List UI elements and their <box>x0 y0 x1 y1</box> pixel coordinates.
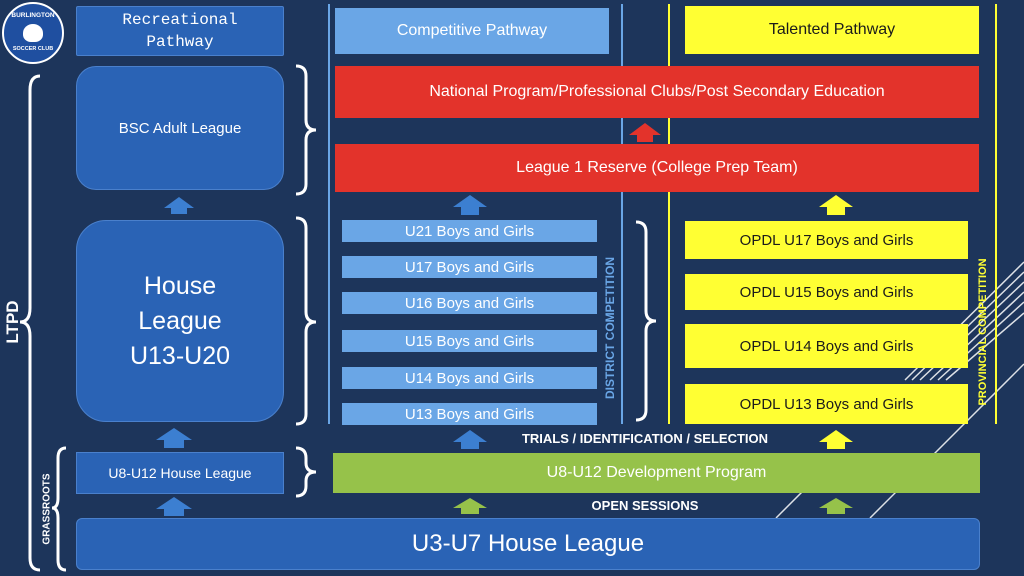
competitive-team-u15: U15 Boys and Girls <box>342 330 597 352</box>
competitive-team-u16: U16 Boys and Girls <box>342 292 597 314</box>
competitive-header-text: Competitive Pathway <box>396 22 548 39</box>
house-league-box: House League U13-U20 <box>76 220 284 422</box>
u8-brace <box>295 446 317 498</box>
divider-line-blue-right <box>621 4 623 424</box>
team-label: OPDL U13 Boys and Girls <box>739 395 914 413</box>
team-label: U14 Boys and Girls <box>404 369 535 387</box>
district-competition-label: DISTRICT COMPETITION <box>603 257 617 399</box>
u8-house-league-box: U8-U12 House League <box>76 452 284 494</box>
u3-house-league-label: U3-U7 House League <box>411 530 645 557</box>
team-label: OPDL U15 Boys and Girls <box>739 283 914 301</box>
house-league-line-3: U13-U20 <box>129 341 231 370</box>
team-label: U21 Boys and Girls <box>404 222 535 240</box>
competitive-team-u21: U21 Boys and Girls <box>342 220 597 242</box>
national-program-box: National Program/Professional Clubs/Post… <box>335 66 979 118</box>
team-label: OPDL U14 Boys and Girls <box>739 337 914 355</box>
arrow-up-icon <box>164 197 194 214</box>
ltpd-label: LTPD <box>3 300 22 344</box>
development-program-label: U8-U12 Development Program <box>546 464 767 481</box>
grassroots-brace <box>51 446 67 572</box>
competitive-team-u14: U14 Boys and Girls <box>342 367 597 389</box>
district-brace <box>635 220 657 422</box>
club-logo: BURLINGTON SOCCER CLUB <box>2 2 64 64</box>
arrow-up-icon <box>453 498 487 514</box>
eagle-icon <box>23 24 43 42</box>
arrow-up-icon <box>453 430 487 449</box>
recreational-pathway-header: Recreational Pathway <box>76 6 284 56</box>
arrow-up-icon <box>629 123 661 142</box>
open-sessions-label: OPEN SESSIONS <box>591 498 699 513</box>
team-label: U13 Boys and Girls <box>404 405 535 423</box>
house-league-line-1: House <box>143 271 217 300</box>
logo-bottom-text: SOCCER CLUB <box>12 46 54 52</box>
divider-line-blue-left <box>328 4 330 424</box>
team-label: OPDL U17 Boys and Girls <box>739 231 914 249</box>
arrow-up-icon <box>819 430 853 449</box>
grassroots-label: GRASSROOTS <box>41 473 53 545</box>
competitive-team-u17: U17 Boys and Girls <box>342 256 597 278</box>
youth-brace <box>295 216 317 426</box>
team-label: U15 Boys and Girls <box>404 332 535 350</box>
talented-pathway-header: Talented Pathway <box>685 6 979 54</box>
team-label: U17 Boys and Girls <box>404 258 535 276</box>
divider-line-yellow-left <box>668 4 670 424</box>
talented-header-text: Talented Pathway <box>768 21 896 38</box>
ltpd-brace <box>19 74 41 572</box>
arrow-up-icon <box>819 498 853 514</box>
talented-team-u17: OPDL U17 Boys and Girls <box>685 221 968 259</box>
team-label: U16 Boys and Girls <box>404 294 535 312</box>
national-program-label: National Program/Professional Clubs/Post… <box>429 83 885 100</box>
talented-team-u15: OPDL U15 Boys and Girls <box>685 274 968 310</box>
talented-team-u14: OPDL U14 Boys and Girls <box>685 324 968 368</box>
talented-team-u13: OPDL U13 Boys and Girls <box>685 384 968 424</box>
provincial-competition-label: PROVINCIAL COMPETITION <box>977 258 989 406</box>
senior-brace <box>295 64 317 196</box>
competitive-pathway-header: Competitive Pathway <box>335 8 609 54</box>
league-1-reserve-box: League 1 Reserve (College Prep Team) <box>335 144 979 192</box>
arrow-up-icon <box>819 195 853 215</box>
arrow-up-icon <box>156 428 192 448</box>
arrow-up-icon <box>156 497 192 516</box>
competitive-team-u13: U13 Boys and Girls <box>342 403 597 425</box>
u8-house-league-label: U8-U12 House League <box>108 465 252 481</box>
trials-label: TRIALS / IDENTIFICATION / SELECTION <box>521 431 769 446</box>
logo-top-text: BURLINGTON <box>11 12 55 19</box>
bsc-adult-league-box: BSC Adult League <box>76 66 284 190</box>
arrow-up-icon <box>453 195 487 215</box>
u3-house-league-box: U3-U7 House League <box>76 518 980 570</box>
league-1-reserve-label: League 1 Reserve (College Prep Team) <box>516 159 798 176</box>
house-league-line-2: League <box>138 306 222 335</box>
development-program-box: U8-U12 Development Program <box>333 453 980 493</box>
arrow-up-icons <box>156 123 853 516</box>
recreational-header-text: Recreational Pathway <box>122 11 238 51</box>
bsc-adult-league-label: BSC Adult League <box>118 119 242 137</box>
divider-line-yellow-right <box>995 4 997 424</box>
